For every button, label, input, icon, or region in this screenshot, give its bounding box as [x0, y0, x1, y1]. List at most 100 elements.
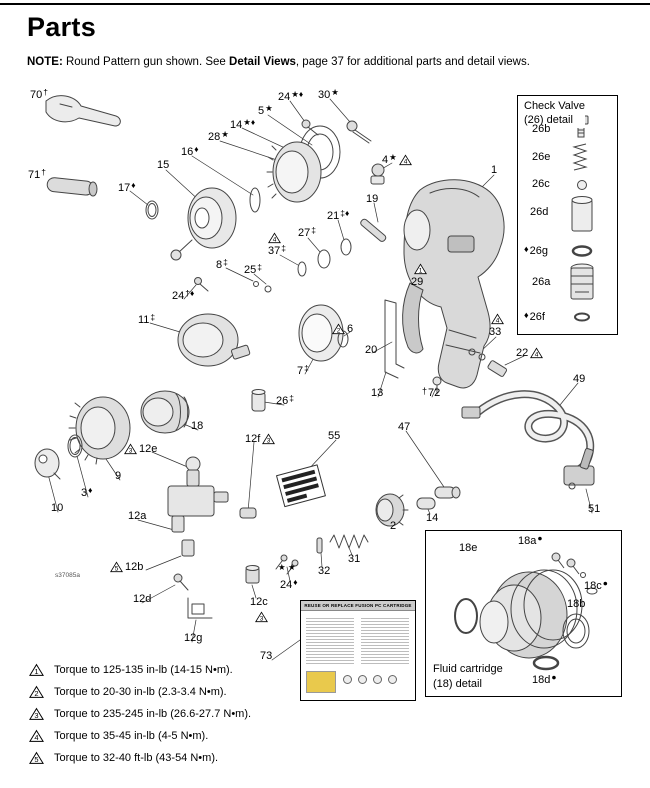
callout-text: 14: [426, 512, 439, 524]
instruction-card-graphic: [301, 611, 415, 697]
svg-text:4: 4: [34, 733, 38, 742]
torque-triangle-4: 4: [398, 154, 412, 165]
torque-triangle-3: 3: [124, 443, 137, 454]
fitting-22-drawing: [487, 360, 508, 377]
callout-text: 71: [28, 169, 41, 181]
callout-symbol: ‡: [223, 257, 228, 268]
trigger-29-drawing: [402, 282, 424, 354]
callout-text: 37: [268, 245, 281, 257]
fluid-cartridge-body-drawing: [479, 569, 583, 659]
callout-24: 24♦: [280, 577, 298, 591]
callout-text: 20: [365, 344, 378, 356]
callout-text: 8: [216, 259, 223, 271]
note-mid: Round Pattern gun shown. See: [62, 56, 230, 68]
callout-1: 1: [491, 165, 497, 176]
fluid-o-ring-18e: [454, 598, 478, 634]
callout-4: 4★4: [382, 151, 414, 166]
callout-text: 32: [318, 565, 331, 577]
callout-text: 26: [276, 395, 289, 407]
callout-text: 17: [118, 182, 131, 194]
callout-18e: 18e: [459, 543, 477, 554]
tool-71-drawing: [46, 177, 98, 197]
callout-text: 12e: [139, 442, 158, 455]
torque-triangle-2: 2: [29, 685, 44, 698]
check-valve-housing-26d: [571, 196, 593, 232]
instruction-card-figures: [343, 675, 397, 684]
callout-text: 4: [382, 153, 389, 166]
svg-text:2: 2: [337, 327, 341, 334]
check-valve-cartridge-26a: [570, 263, 594, 300]
callout-28: 28★: [208, 130, 229, 143]
callout-triangle-3: 3: [253, 611, 270, 623]
callout-18c: 18c●: [584, 578, 608, 592]
callout-triangle-1: 1: [412, 263, 429, 275]
callout-symbol: ★♦: [291, 89, 304, 100]
callout-symbol: ‡♦: [340, 208, 350, 219]
callout-text: 11: [138, 314, 150, 326]
callout-18a: 18a●: [518, 534, 543, 547]
callout-symbol: ‡: [281, 243, 286, 254]
callout-symbol: ★: [265, 103, 273, 114]
callout-text: 72: [428, 387, 441, 399]
o-ring-3-drawing: [67, 434, 83, 458]
torque-note-text: Torque to 235-245 in-lb (26.6-27.7 N•m).: [54, 708, 252, 720]
callout-symbol: †♦: [185, 288, 195, 299]
callout-21: 21‡♦: [327, 208, 350, 222]
callout-text: 9: [115, 470, 122, 482]
torque-note-text: Torque to 125-135 in-lb (14-15 N•m).: [54, 664, 233, 676]
callout-triangle-4: 4: [266, 232, 283, 244]
callout-text: 55: [328, 430, 341, 442]
callout-text: 22: [516, 346, 529, 359]
callout-26c: 26c: [532, 179, 550, 190]
check-valve-o-ring-26f: [574, 312, 590, 322]
callout-26a: 26a: [532, 277, 550, 288]
callout-symbol: ♦: [293, 577, 298, 588]
callout-12d: 12d: [133, 594, 151, 605]
cartridge-18-drawing: [140, 390, 190, 434]
svg-text:3: 3: [34, 711, 38, 720]
svg-text:2: 2: [34, 689, 38, 698]
seals-21-27-37-drawing: [297, 238, 352, 277]
callout-49: 49: [573, 374, 585, 385]
torque-triangle-3: 3: [262, 433, 276, 444]
callout-text: 47: [398, 421, 411, 433]
callout-text: 12a: [128, 510, 147, 522]
callout-symbol: ●: [602, 578, 608, 589]
torque-triangle-4: 4: [530, 347, 544, 358]
callout-26: 26‡: [276, 394, 294, 407]
callout-text: 12c: [250, 596, 268, 608]
callout-symbol: ●: [551, 672, 557, 683]
callout-symbol: ★: [389, 151, 397, 162]
label-55-drawing: [276, 464, 326, 508]
fluid-caption-line1: Fluid cartridge: [433, 663, 503, 676]
callout-symbol: ♦: [524, 244, 529, 254]
nozzle-26-drawing: [251, 389, 266, 412]
callout-26d: 26d: [530, 207, 548, 218]
callout-text: 15: [157, 159, 170, 171]
callout-symbol: ‡: [304, 363, 309, 374]
callout-text: 73: [260, 650, 273, 662]
callout-18: 18: [191, 421, 203, 432]
torque-note-text: Torque to 35-45 in-lb (4-5 N•m).: [54, 730, 209, 742]
callout-text: 26a: [532, 276, 551, 288]
hose-49-drawing: [461, 390, 595, 475]
callout-text: 31: [348, 553, 361, 565]
torque-triangle-3: 3: [29, 707, 44, 720]
svg-text:4: 4: [496, 317, 500, 324]
screw-30-drawing: [346, 120, 372, 144]
svg-text:5: 5: [115, 565, 119, 572]
callout-47: 47: [398, 422, 410, 433]
check-valve-o-ring-26g: [571, 245, 593, 257]
fluid-caption-line2: (18) detail: [433, 677, 482, 690]
callout-symbol: ‡: [150, 312, 156, 323]
callout-text: 12d: [133, 593, 152, 605]
torque-triangle-1: 1: [414, 263, 427, 274]
callout-symbol: ♦: [131, 180, 136, 191]
fitting-14-drawing: [416, 497, 436, 510]
note-text: NOTE: Round Pattern gun shown. See Detai…: [27, 56, 530, 68]
callout-text: 18e: [459, 542, 478, 554]
fluid-o-ring-18d: [532, 655, 560, 671]
